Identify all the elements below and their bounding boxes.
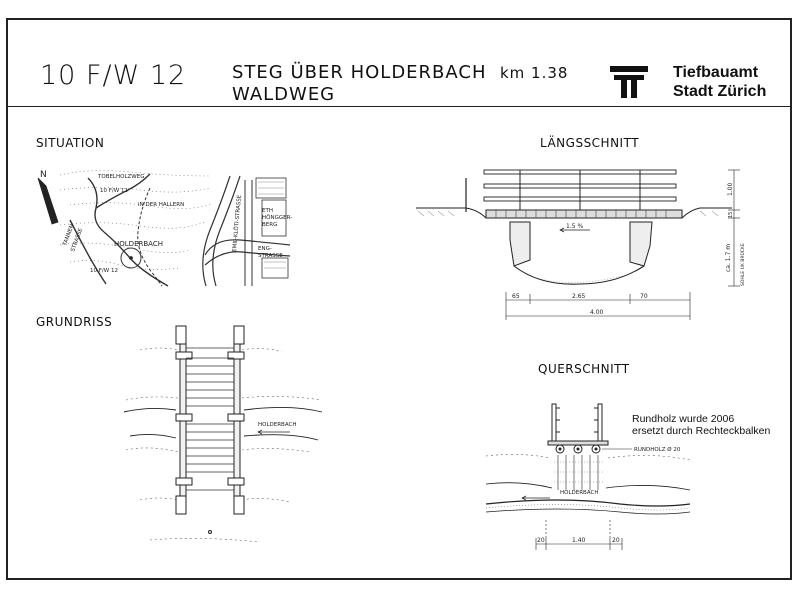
- section-laengsschnitt: LÄNGSSCHNITT: [540, 136, 640, 150]
- map-label-klotistrasse: EMIL-KLÖTI-STRASSE: [231, 194, 243, 252]
- north-arrow-icon: [37, 177, 59, 225]
- laengs-slope-label: 1.5 %: [566, 223, 583, 230]
- map-label-eng: ENG-: [258, 246, 272, 252]
- map-label-tobelholzweg: TOBELHOLZWEG: [97, 174, 144, 180]
- laengs-dim-65: 65: [512, 293, 520, 300]
- quer-label-holderbach: HOLDERBACH: [560, 490, 598, 496]
- laengs-dim-15: 15: [728, 212, 734, 218]
- laengs-dim-100: 1.00: [727, 182, 734, 196]
- map-label-strasse: STRASSE: [258, 253, 283, 259]
- map-label-hoengger: HÖNGGER-: [262, 214, 292, 221]
- map-label-hallern: IN DER HALLERN: [138, 202, 184, 208]
- map-label-berg: BERG: [262, 222, 277, 228]
- laengsschnitt-drawing: [416, 169, 740, 320]
- drawing-title: STEG ÜBER HOLDERBACH km 1.38: [232, 62, 568, 83]
- section-situation: SITUATION: [36, 136, 105, 150]
- tiefbauamt-logo-icon: [610, 66, 648, 98]
- quer-dim-20a: 20: [537, 537, 545, 544]
- map-label-eth: ETH: [262, 208, 273, 214]
- title-line1: STEG ÜBER HOLDERBACH: [232, 62, 487, 83]
- title-km: km 1.38: [499, 64, 569, 82]
- quer-dim-140: 1.40: [572, 537, 586, 544]
- grundriss-label-holderbach: HOLDERBACH: [258, 422, 296, 428]
- querschnitt-drawing: [485, 403, 691, 550]
- laengs-dim-265: 2.65: [572, 293, 586, 300]
- map-north-label: N: [40, 170, 47, 180]
- drawing-code: 10 F/W 12: [40, 60, 187, 91]
- map-label-fw11: 10 F/W 11: [100, 188, 128, 194]
- map-label-holderbach: HOLDERBACH: [114, 240, 163, 248]
- map-label-fw12: 10 F/W 12: [90, 268, 118, 274]
- drawing-subtitle: WALDWEG: [232, 84, 336, 105]
- note-line2: ersetzt durch Rechteckbalken: [632, 425, 771, 437]
- section-querschnitt: QUERSCHNITT: [538, 362, 630, 376]
- org-name-line1: Tiefbauamt: [673, 64, 759, 81]
- situation-map: [37, 170, 291, 287]
- quer-label-rundholz: RUNDHOLZ Ø 20: [634, 446, 681, 453]
- quer-dim-20b: 20: [612, 537, 620, 544]
- laengs-dim-70: 70: [640, 293, 648, 300]
- section-grundriss: GRUNDRISS: [36, 315, 113, 329]
- grundriss-drawing: [123, 325, 323, 543]
- laengs-dim-400: 4.00: [590, 309, 604, 316]
- laengs-dim-17: ca. 1.7 m: [725, 244, 732, 272]
- laengs-label-sohle: SOHLE UK BRÜCKE: [739, 243, 746, 286]
- org-name-line2: Stadt Zürich: [673, 83, 767, 100]
- header-divider: [6, 106, 792, 107]
- note-line1: Rundholz wurde 2006: [632, 413, 735, 425]
